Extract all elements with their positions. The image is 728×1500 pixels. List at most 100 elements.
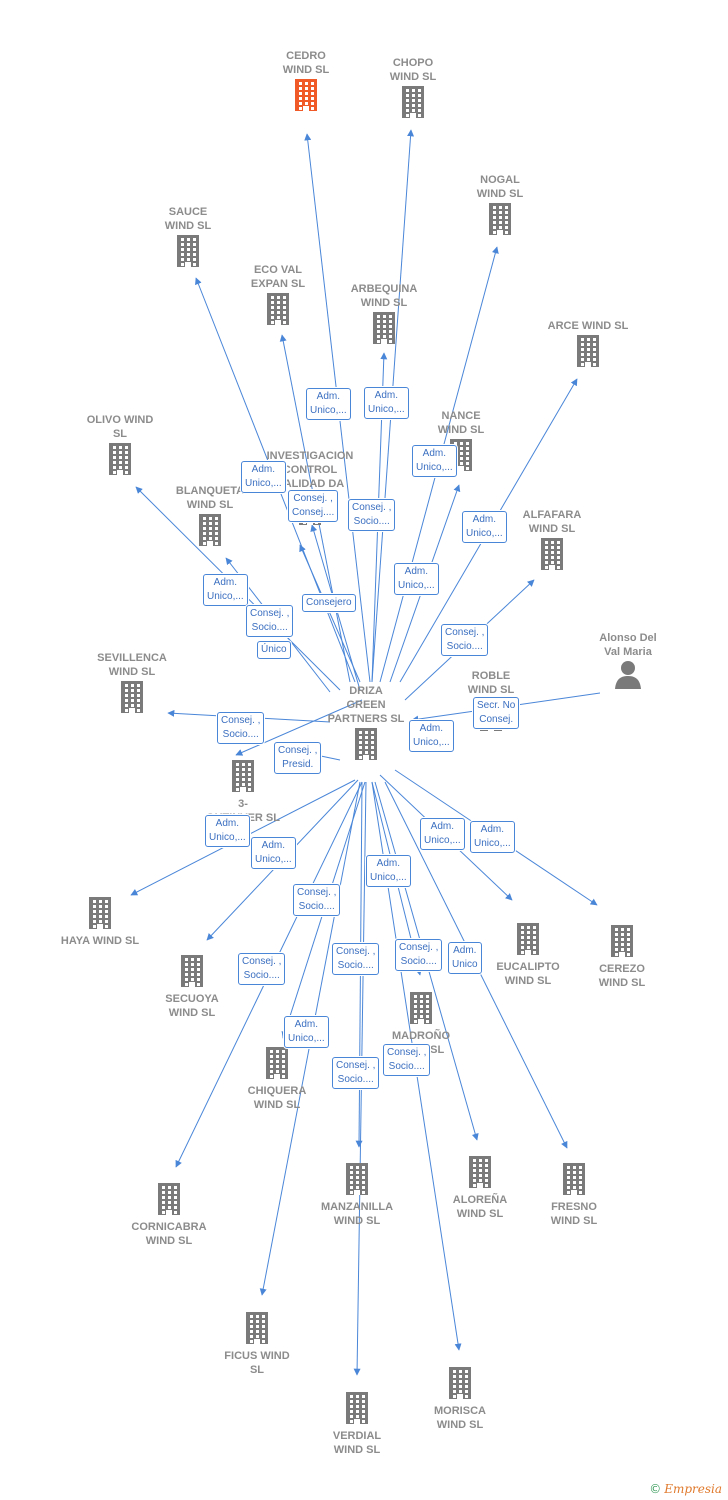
relation-label-r2[interactable]: Adm. Unico,... [364, 387, 409, 419]
building-icon [188, 758, 298, 797]
node-label: HAYA WIND SL [60, 935, 140, 947]
relation-label-r28[interactable]: Adm. Unico,... [284, 1016, 329, 1048]
node-nogal[interactable]: NOGAL WIND SL [445, 173, 555, 240]
relation-label-r23[interactable]: Consej. , Socio.... [293, 884, 341, 916]
node-ficus[interactable]: FICUS WIND SL [202, 1310, 312, 1377]
node-morisca[interactable]: MORISCA WIND SL [405, 1365, 515, 1432]
edge-10 [299, 544, 361, 683]
relation-label-r11[interactable]: Consejero [302, 594, 356, 612]
building-icon [114, 1181, 224, 1220]
footer-brand[interactable]: ©Empresia [649, 1482, 722, 1496]
relation-label-r16[interactable]: Consej. , Socio.... [217, 712, 265, 744]
relation-label-r3[interactable]: Adm. Unico,... [412, 445, 457, 477]
node-label: ROBLE WIND SL [467, 670, 515, 696]
relation-label-r21[interactable]: Adm. Unico,... [470, 821, 515, 853]
relation-label-r27[interactable]: Adm. Unico [448, 942, 482, 974]
copyright-symbol: © [649, 1482, 662, 1496]
relation-label-r7[interactable]: Adm. Unico,... [462, 511, 507, 543]
building-icon [155, 512, 265, 551]
building-icon [473, 921, 583, 960]
relation-label-r18[interactable]: Adm. Unico,... [205, 815, 250, 847]
node-arbequina[interactable]: ARBEQUINA WIND SL [329, 282, 439, 349]
node-label: MORISCA WIND SL [434, 1405, 486, 1431]
node-sauce[interactable]: SAUCE WIND SL [133, 205, 243, 272]
building-icon [202, 1310, 312, 1349]
node-eucalipto[interactable]: EUCALIPTO WIND SL [473, 921, 583, 988]
node-cerezo[interactable]: CEREZO WIND SL [567, 923, 677, 990]
building-icon [329, 310, 439, 349]
node-olivo[interactable]: OLIVO WIND SL [65, 413, 175, 480]
node-driza[interactable]: DRIZA GREEN PARTNERS SL [311, 684, 421, 765]
relation-label-r13[interactable]: Consej. , Socio.... [441, 624, 489, 656]
relation-label-r29[interactable]: Consej. , Socio.... [383, 1044, 431, 1076]
node-alfafara[interactable]: ALFAFARA WIND SL [497, 508, 607, 575]
node-fresno[interactable]: FRESNO WIND SL [519, 1161, 629, 1228]
node-alonso[interactable]: Alonso Del Val Maria [573, 631, 683, 694]
relation-label-r20[interactable]: Adm. Unico,... [420, 818, 465, 850]
building-icon [222, 1045, 332, 1084]
building-icon [302, 1161, 412, 1200]
node-ecoval[interactable]: ECO VAL EXPAN SL [223, 263, 333, 330]
node-label: ARCE WIND SL [547, 320, 629, 332]
relation-label-r8[interactable]: Adm. Unico,... [394, 563, 439, 595]
relation-label-r14[interactable]: Secr. No Consej. [473, 697, 520, 729]
building-icon [567, 923, 677, 962]
node-label: SAUCE WIND SL [164, 206, 212, 232]
relation-label-r1[interactable]: Adm. Unico,... [306, 388, 351, 420]
relation-label-r6[interactable]: Consej. , Socio.... [348, 499, 396, 531]
node-sevillenca[interactable]: SEVILLENCA WIND SL [77, 651, 187, 718]
node-label: OLIVO WIND SL [86, 414, 154, 440]
node-manzanilla[interactable]: MANZANILLA WIND SL [302, 1161, 412, 1228]
person-icon [573, 659, 683, 694]
relation-label-r24[interactable]: Consej. , Socio.... [238, 953, 286, 985]
building-icon [519, 1161, 629, 1200]
relation-label-r4[interactable]: Adm. Unico,... [241, 461, 286, 493]
relation-label-r25[interactable]: Consej. , Socio.... [332, 943, 380, 975]
node-label: SECUOYA WIND SL [165, 993, 219, 1019]
node-secuoya[interactable]: SECUOYA WIND SL [137, 953, 247, 1020]
relation-label-r30[interactable]: Consej. , Socio.... [332, 1057, 380, 1089]
relation-label-r5[interactable]: Consej. , Consej.... [288, 490, 339, 522]
brand-name: Empresia [664, 1482, 722, 1496]
node-label: CHIQUERA WIND SL [247, 1085, 307, 1111]
building-icon [358, 84, 468, 123]
building-icon [251, 77, 361, 116]
node-label: CHOPO WIND SL [389, 57, 437, 83]
node-chiquera[interactable]: CHIQUERA WIND SL [222, 1045, 332, 1112]
node-label: INVESTIGACION CONTROL CALIDAD DA [266, 450, 354, 490]
node-label: SEVILLENCA WIND SL [97, 652, 167, 678]
building-icon [133, 233, 243, 272]
node-arce[interactable]: ARCE WIND SL [533, 319, 643, 372]
relation-label-r9[interactable]: Adm. Unico,... [203, 574, 248, 606]
relation-label-r10[interactable]: Consej. , Socio.... [246, 605, 294, 637]
edge-30 [235, 699, 363, 756]
building-icon [405, 1365, 515, 1404]
relation-label-r19[interactable]: Adm. Unico,... [251, 837, 296, 869]
node-haya[interactable]: HAYA WIND SL [45, 895, 155, 948]
node-label: FRESNO WIND SL [550, 1201, 598, 1227]
node-chopo[interactable]: CHOPO WIND SL [358, 56, 468, 123]
node-cedro[interactable]: CEDRO WIND SL [251, 49, 361, 116]
node-label: ARBEQUINA WIND SL [350, 283, 418, 309]
node-verdial[interactable]: VERDIAL WIND SL [302, 1390, 412, 1457]
building-icon [533, 333, 643, 372]
relation-label-r12[interactable]: Único [257, 641, 291, 659]
building-icon [497, 536, 607, 575]
relation-label-r17[interactable]: Consej. , Presid. [274, 742, 322, 774]
building-icon [137, 953, 247, 992]
node-label: EUCALIPTO WIND SL [496, 961, 560, 987]
relation-label-r26[interactable]: Consej. , Socio.... [395, 939, 443, 971]
node-label: DRIZA GREEN PARTNERS SL [327, 685, 405, 725]
relation-label-r15[interactable]: Adm. Unico,... [409, 720, 454, 752]
node-label: FICUS WIND SL [224, 1350, 290, 1376]
relation-label-r22[interactable]: Adm. Unico,... [366, 855, 411, 887]
node-label: ECO VAL EXPAN SL [250, 264, 306, 290]
building-icon [77, 679, 187, 718]
building-icon [425, 1154, 535, 1193]
building-icon [311, 726, 421, 765]
node-blanqueta[interactable]: BLANQUETA WIND SL [155, 484, 265, 551]
node-cornicabra[interactable]: CORNICABRA WIND SL [114, 1181, 224, 1248]
node-alorena[interactable]: ALOREÑA WIND SL [425, 1154, 535, 1221]
node-label: CORNICABRA WIND SL [131, 1221, 207, 1247]
node-label: NANCE WIND SL [437, 410, 485, 436]
